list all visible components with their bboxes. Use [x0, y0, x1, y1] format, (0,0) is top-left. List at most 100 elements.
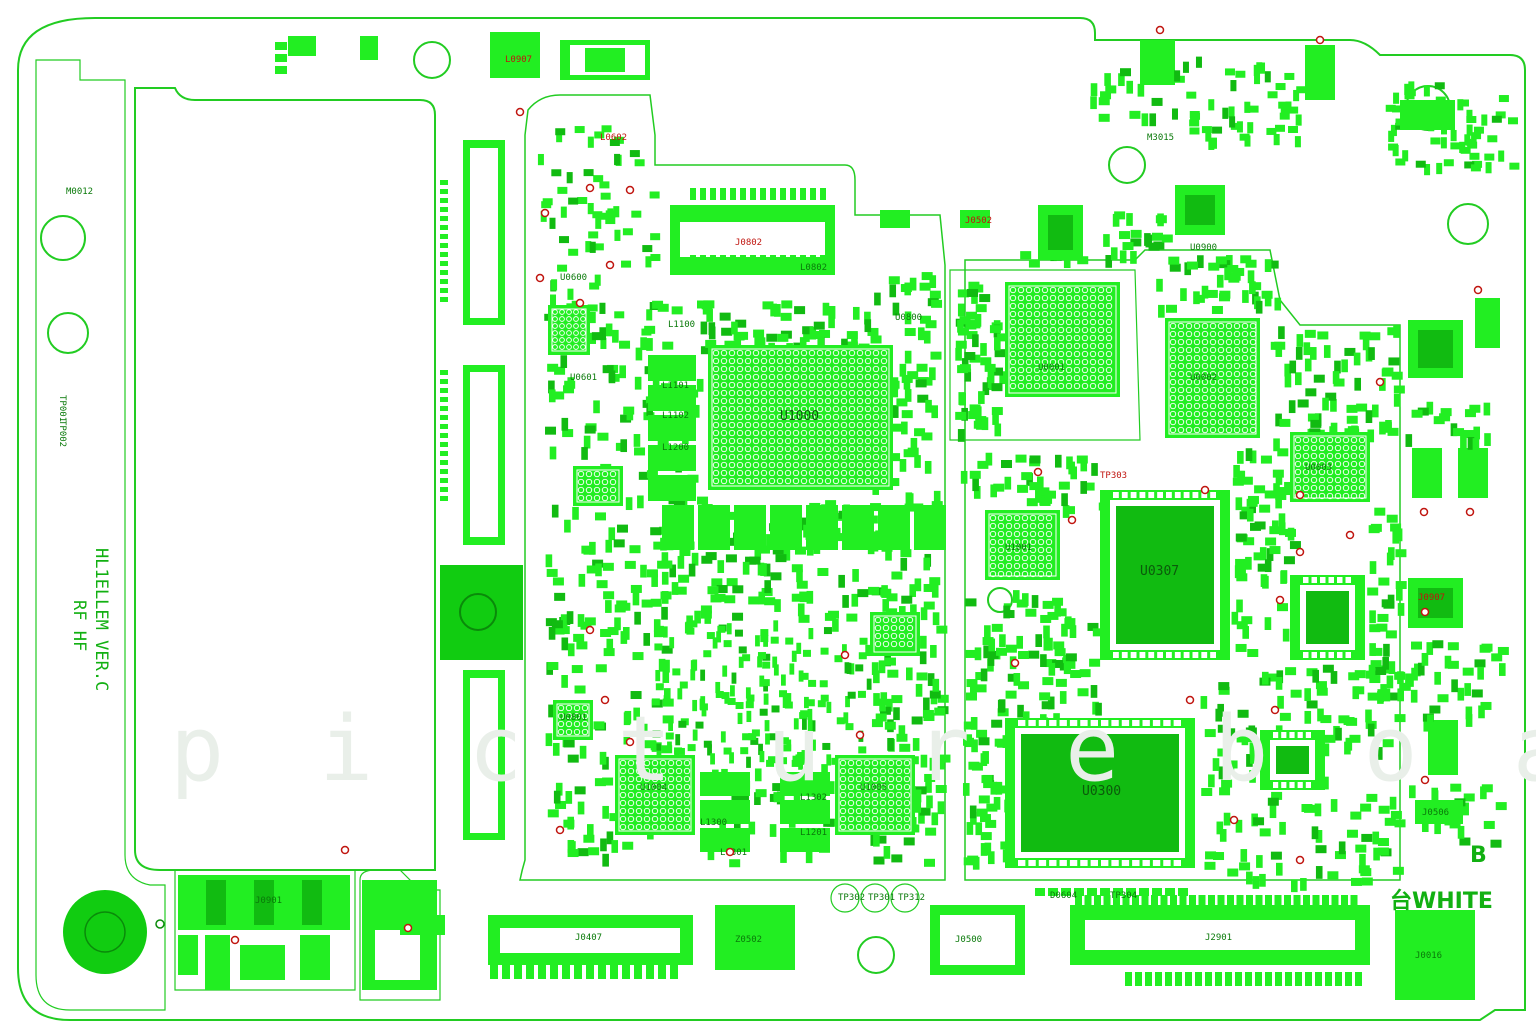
bga-ball — [1021, 570, 1029, 578]
bga-ball — [728, 349, 736, 357]
bga-ball — [882, 632, 890, 640]
passive-pad — [1303, 342, 1311, 356]
passive-pad — [1233, 267, 1245, 276]
passive-pad — [605, 217, 616, 225]
passive-pad — [630, 691, 642, 700]
bga-ball — [840, 453, 848, 461]
passive-pad — [587, 304, 598, 312]
inductor-pad — [648, 385, 696, 411]
passive-pad — [931, 584, 939, 598]
passive-pad — [1457, 825, 1465, 839]
bga-ball — [872, 477, 880, 485]
side-letter: B — [1470, 843, 1487, 868]
bga-ball — [1017, 326, 1025, 334]
passive-pad — [1450, 142, 1461, 150]
passive-pad — [1288, 106, 1299, 114]
qfn-pin-gap — [1311, 577, 1317, 583]
bga-ball — [1209, 418, 1217, 426]
passive-pad — [658, 658, 666, 672]
bga-ball — [744, 413, 752, 421]
bga-ball — [752, 389, 760, 397]
passive-pad — [1244, 101, 1251, 113]
test-pad — [1035, 888, 1045, 896]
passive-pad — [1156, 278, 1163, 292]
passive-pad — [1239, 565, 1246, 579]
bga-ball — [712, 445, 720, 453]
passive-pad — [1065, 653, 1077, 662]
bga-ball — [824, 381, 832, 389]
passive-pad — [846, 662, 852, 674]
connector-pin — [538, 965, 546, 979]
passive-pad — [545, 554, 553, 568]
connector-pin — [502, 965, 510, 979]
connector-pin — [1335, 972, 1342, 986]
connector-pin — [278, 880, 298, 925]
bga-ball — [736, 437, 744, 445]
bga-ball — [864, 413, 872, 421]
connector-pin — [658, 965, 666, 979]
passive-pad — [1387, 427, 1399, 436]
bga-ball — [792, 397, 800, 405]
passive-pad — [855, 664, 864, 672]
passive-pad — [545, 618, 557, 627]
bga-ball — [573, 712, 581, 720]
chip-label-u1005: U1005 — [860, 783, 887, 793]
connector-z0502 — [715, 905, 795, 970]
bga-ball — [566, 323, 572, 329]
inductor-pad — [648, 445, 696, 471]
passive-pad — [899, 743, 911, 752]
passive-pad — [1388, 130, 1395, 142]
passive-pad — [981, 775, 993, 784]
bga-ball — [880, 445, 888, 453]
passive-pad — [1242, 290, 1249, 303]
passive-pad — [594, 512, 606, 521]
passive-pad — [646, 338, 653, 351]
passive-pad — [663, 695, 669, 707]
passive-pad — [904, 389, 912, 402]
passive-pad — [1460, 146, 1471, 154]
passive-pad — [873, 693, 880, 706]
passive-pad — [1264, 71, 1271, 83]
qfn-pin-gap — [1018, 720, 1026, 726]
bga-ball — [1350, 492, 1358, 500]
passive-pad — [644, 740, 656, 749]
watermark: pictureboard — [170, 697, 1536, 802]
passive-pad — [675, 586, 687, 595]
passive-pad — [1467, 141, 1478, 149]
passive-pad — [1293, 89, 1300, 102]
passive-pad — [1463, 430, 1475, 439]
bga-ball — [816, 469, 824, 477]
passive-pad — [806, 699, 815, 707]
passive-pad — [907, 371, 919, 380]
passive-pad — [966, 679, 978, 688]
passive-pad — [690, 669, 696, 681]
bga-ball — [683, 783, 691, 791]
passive-pad — [915, 683, 923, 697]
passive-pad — [1189, 127, 1200, 135]
bga-ball — [1249, 418, 1257, 426]
chip-u0600-body — [548, 305, 590, 355]
passive-pad — [572, 506, 579, 520]
passive-pad — [901, 421, 908, 435]
connector-slot — [940, 915, 1015, 965]
passive-pad — [911, 716, 923, 725]
bga-ball — [1177, 378, 1185, 386]
bga-ball — [1057, 334, 1065, 342]
passive-pad — [622, 228, 633, 236]
passive-pad — [1370, 660, 1382, 669]
passive-pad — [771, 705, 780, 713]
bga-ball — [1193, 394, 1201, 402]
bga-ball — [816, 389, 824, 397]
passive-pad — [799, 591, 811, 600]
bga-ball — [887, 791, 895, 799]
passive-pad — [764, 720, 770, 732]
passive-pad — [1371, 647, 1383, 656]
passive-pad — [914, 428, 926, 437]
bga-ball — [1342, 444, 1350, 452]
passive-pad — [588, 847, 600, 856]
bga-ball — [627, 807, 635, 815]
bga-ball — [1033, 334, 1041, 342]
passive-pad — [700, 321, 708, 335]
test-pad — [1113, 888, 1123, 896]
bga-ball — [1177, 322, 1185, 330]
